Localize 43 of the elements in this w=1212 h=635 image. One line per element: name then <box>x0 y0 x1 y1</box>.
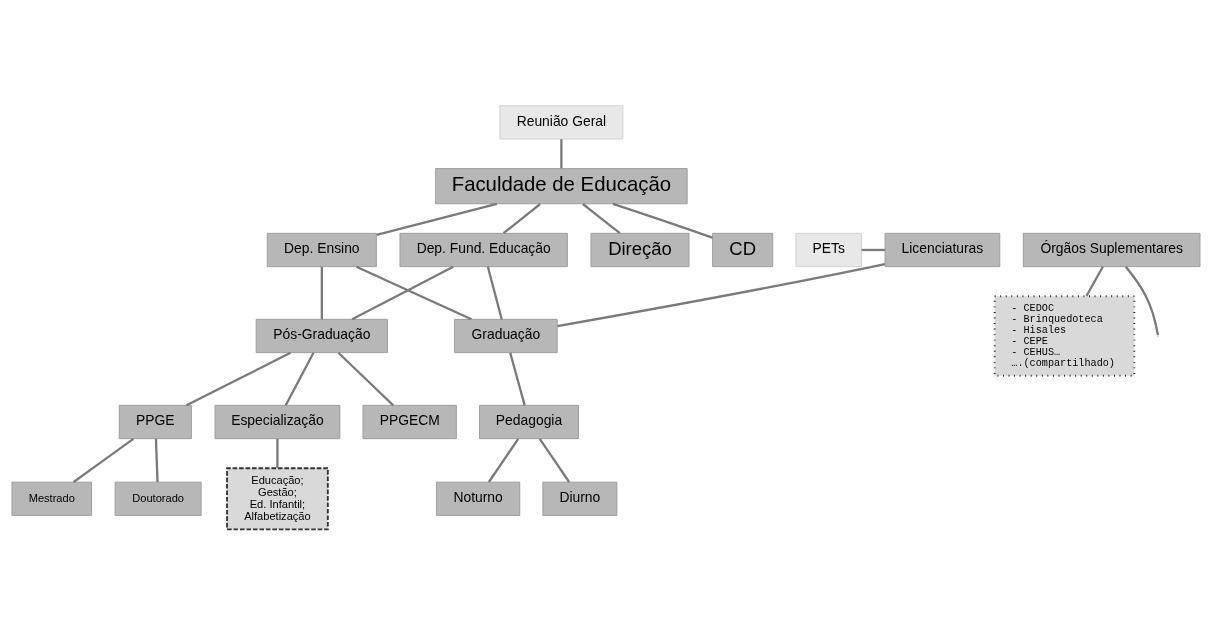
node-box: Licenciaturas <box>884 232 1001 268</box>
connector <box>1085 266 1104 297</box>
node-box: PPGECM <box>362 404 457 440</box>
connector <box>186 351 292 407</box>
connector <box>73 437 135 483</box>
connector <box>1124 266 1160 336</box>
connector <box>320 266 323 320</box>
connector <box>351 265 454 321</box>
node-box: Reunião Geral <box>499 105 624 140</box>
connector <box>538 438 571 483</box>
connector <box>861 248 885 252</box>
connector <box>284 352 315 406</box>
node-box: Graduação <box>454 318 558 354</box>
node-box: Pós-Graduação <box>255 318 388 354</box>
node-box: Dep. Ensino <box>266 232 377 268</box>
node-box: CD <box>712 232 774 268</box>
connector <box>487 438 520 483</box>
connector <box>612 202 713 239</box>
node-box: Diurno <box>542 481 618 516</box>
node-box: Especialização <box>214 404 341 440</box>
connector <box>582 203 621 235</box>
node-box: Doutorado <box>114 481 202 516</box>
connector <box>276 438 279 469</box>
connector <box>502 203 541 235</box>
connector <box>154 438 159 483</box>
node-box: Noturno <box>436 481 521 516</box>
node-box: Pedagogia <box>479 404 579 440</box>
connector <box>486 266 503 320</box>
node-box: Dep. Fund. Educação <box>399 232 568 268</box>
node-box: PPGE <box>118 404 192 440</box>
connector <box>355 265 472 321</box>
connector <box>376 202 498 236</box>
node-box: - CEDOC - Brinquedoteca - Hisales - CEPE - CEHUS… ….(compartilhado) <box>993 295 1136 377</box>
connector <box>509 352 526 406</box>
connector <box>557 263 886 328</box>
connector <box>560 139 563 169</box>
node-box: Faculdade de Educação <box>435 168 688 205</box>
node-box: Mestrado <box>11 481 92 516</box>
connector <box>337 351 395 407</box>
node-box: Educação; Gestão; Ed. Infantil; Alfabetização <box>226 467 329 531</box>
node-box: PETs <box>795 232 862 268</box>
node-box: Órgãos Suplementares <box>1022 232 1201 268</box>
node-box: Direção <box>590 232 690 268</box>
